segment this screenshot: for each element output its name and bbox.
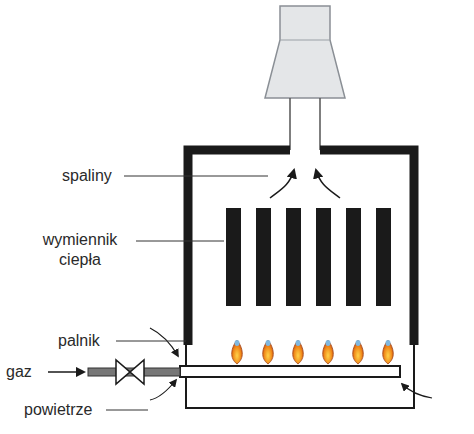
flue-arrow — [270, 170, 294, 198]
leader-lines — [106, 176, 268, 410]
label-gas: gaz — [6, 362, 46, 382]
label-flue-gas: spaliny — [62, 166, 132, 186]
label-air: powietrze — [24, 400, 108, 420]
flames — [232, 340, 394, 364]
flue-pipe — [289, 98, 291, 150]
gas-valve — [116, 360, 144, 384]
chimney-cap — [265, 6, 345, 98]
label-burner: palnik — [58, 331, 118, 351]
housing-wall — [188, 150, 290, 345]
heat-exchanger — [226, 208, 391, 306]
burner-tube — [180, 366, 400, 377]
air-arrow — [150, 380, 176, 400]
label-heat-exchanger: wymiennik ciepła — [34, 230, 126, 270]
gas-arrow — [48, 371, 84, 373]
